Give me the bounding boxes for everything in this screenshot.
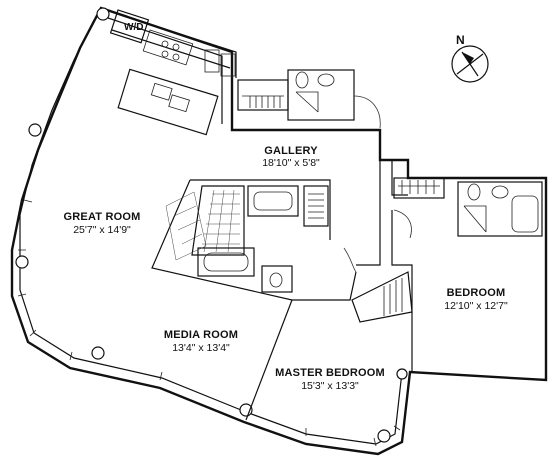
gallery-name: GALLERY: [264, 145, 318, 157]
second-bath: [343, 177, 543, 273]
interior-walls: [151, 160, 413, 421]
gallery-size: 18'10" x 5'8": [262, 157, 320, 169]
column: [28, 123, 42, 137]
great-room-size: 25'7" x 14'9": [73, 224, 131, 236]
master-bath: [165, 185, 329, 293]
column: [91, 346, 105, 360]
column: [396, 368, 408, 380]
master-closet: [351, 271, 413, 323]
washer-dryer-label: W/D: [124, 22, 143, 33]
bedroom-size: 12'10" x 12'7": [444, 300, 508, 312]
structural-columns: [15, 7, 408, 443]
master-bedroom-name: MASTER BEDROOM: [275, 367, 385, 379]
kitchen: W/D: [109, 9, 237, 136]
powder-room: [237, 69, 381, 129]
room-labels: GREAT ROOM 25'7" x 14'9" GALLERY 18'10" …: [64, 145, 508, 392]
media-room-size: 13'4" x 13'4": [172, 342, 230, 354]
column: [96, 7, 110, 21]
bedroom-name: BEDROOM: [447, 287, 506, 299]
media-room-name: MEDIA ROOM: [164, 329, 238, 341]
washer-dryer-closet: [109, 9, 150, 44]
north-compass: N: [451, 33, 489, 83]
column: [377, 429, 391, 443]
master-bedroom-size: 15'3" x 13'3": [301, 380, 359, 392]
kitchen-island: [117, 68, 219, 136]
great-room-name: GREAT ROOM: [64, 211, 141, 223]
north-label: N: [456, 33, 465, 47]
column: [15, 255, 29, 269]
